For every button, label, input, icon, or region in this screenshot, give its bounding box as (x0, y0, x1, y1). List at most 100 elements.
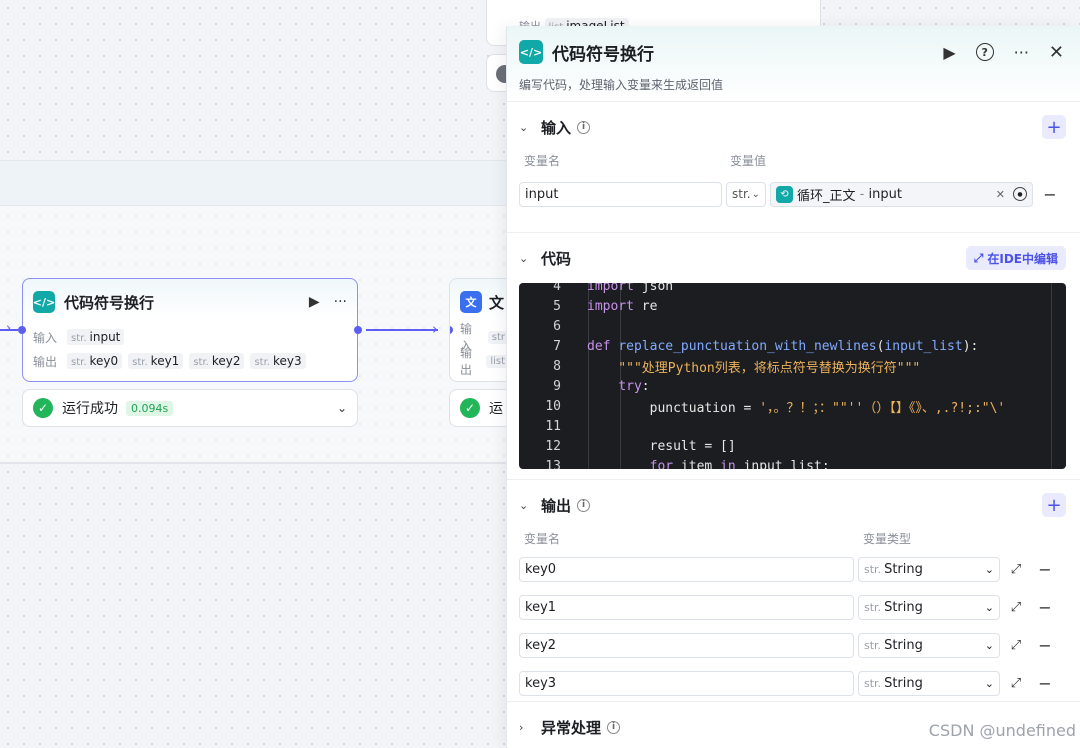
code-text: """处理Python列表，将标点符号替换为换行符""" (587, 360, 921, 376)
error-section: › 异常处理 i (507, 702, 1080, 748)
input-var-name-field[interactable]: input (519, 181, 722, 207)
chevron-down-icon: ⌄ (984, 676, 994, 690)
output-var-name-field[interactable]: key2 (519, 632, 854, 658)
input-tag: str.input (67, 329, 125, 345)
edit-in-ide-button[interactable]: ⤢在IDE中编辑 (965, 246, 1066, 270)
code-node-input-row: 输入 str.input (23, 325, 357, 349)
watermark: CSDN @undefined (928, 721, 1076, 740)
code-text: for item in input_list: (649, 458, 830, 470)
line-number: 7 (553, 338, 561, 354)
success-check-icon: ✓ (460, 398, 480, 418)
info-icon[interactable]: i (577, 498, 591, 512)
add-input-button[interactable]: + (1042, 115, 1066, 139)
code-icon: </> (33, 291, 55, 313)
input-section: ⌄ 输入 i + 变量名 变量值 input str.⌄ ⟲ 循环_正文 - i… (507, 102, 1080, 233)
remove-output-icon[interactable]: − (1038, 673, 1052, 693)
chevron-down-icon: ⌄ (984, 600, 994, 614)
expand-icon: ⤢ (973, 250, 984, 265)
clear-icon[interactable]: ✕ (995, 187, 1005, 201)
success-check-icon: ✓ (33, 398, 53, 418)
text-node-icon: 文 (460, 291, 482, 313)
code-node-title: 代码符号换行 (64, 293, 155, 312)
output-var-name-field[interactable]: key1 (519, 594, 854, 620)
code-node-output-port[interactable] (354, 326, 362, 334)
code-text: import re (587, 298, 658, 314)
output-type-select[interactable]: str.String⌄ (858, 670, 1000, 696)
node-more-icon[interactable]: ··· (333, 294, 347, 310)
line-number: 11 (545, 418, 561, 434)
remove-output-icon[interactable]: − (1038, 559, 1052, 579)
line-number: 9 (553, 378, 561, 394)
code-text: import json (587, 283, 674, 294)
node-config-panel: </> 代码符号换行 ▶ ? ··· ✕ 编写代码，处理输入变量来生成返回值 ⌄… (506, 26, 1080, 748)
code-line: 4 import json (519, 283, 1066, 296)
output-type-select[interactable]: str.String⌄ (858, 556, 1000, 582)
output-type-select[interactable]: str.String⌄ (858, 632, 1000, 658)
line-number: 4 (553, 283, 561, 294)
output-var-name-field[interactable]: key0 (519, 556, 854, 582)
line-number: 13 (545, 458, 561, 470)
line-number: 10 (545, 398, 561, 414)
line-number: 8 (553, 358, 561, 374)
output-tag: str.key0 (67, 353, 123, 369)
connecting-edge (366, 329, 438, 331)
run-time-badge: 0.094s (126, 400, 174, 416)
variable-picker-icon[interactable]: ● (1013, 187, 1027, 201)
output-type-select[interactable]: str.String⌄ (858, 594, 1000, 620)
code-node-input-port[interactable] (18, 326, 26, 334)
chevron-down-icon[interactable]: ⌄ (519, 251, 529, 265)
incoming-edge (0, 329, 18, 331)
text-node-input-port[interactable] (450, 326, 453, 334)
close-icon[interactable]: ✕ (1048, 41, 1064, 63)
code-text: try: (618, 378, 650, 394)
expand-icon[interactable]: ⤢ (1010, 599, 1022, 615)
output-tag: str.key3 (250, 353, 306, 369)
loop-header-band (0, 160, 510, 206)
code-line: 9 try: (519, 376, 1066, 396)
expand-icon[interactable]: ⤢ (1010, 675, 1022, 691)
code-text: result = [] (587, 438, 736, 454)
chevron-right-icon[interactable]: › (519, 720, 524, 734)
chevron-down-icon[interactable]: ⌄ (519, 120, 529, 134)
code-line: 10 punctuation = '，。？！；：""''（）【】《》、,.?!;… (519, 396, 1066, 416)
code-editor[interactable]: 4 import json 5 import re 6 7 def replace_punc… (519, 283, 1066, 469)
chevron-down-icon[interactable]: ⌄ (519, 498, 529, 512)
help-icon[interactable]: ? (975, 43, 994, 61)
line-number: 5 (553, 298, 561, 314)
info-icon[interactable]: i (607, 720, 621, 734)
line-number: 12 (545, 438, 561, 454)
run-node-play-icon[interactable]: ▶ (308, 294, 320, 310)
code-line: 8 """处理Python列表，将标点符号替换为换行符""" (519, 356, 1066, 376)
remove-input-icon[interactable]: − (1043, 184, 1057, 204)
remove-output-icon[interactable]: − (1038, 635, 1052, 655)
code-line: 7 def replace_punctuation_with_newlines(i… (519, 336, 1066, 356)
code-node-run-result[interactable]: ✓ 运行成功 0.094s ⌄ (22, 389, 358, 427)
panel-title: 代码符号换行 (552, 44, 654, 65)
line-number: 6 (553, 318, 561, 334)
output-var-name-field[interactable]: key3 (519, 670, 854, 696)
code-node-header: </> 代码符号换行 ▶ ··· (23, 279, 357, 325)
expand-icon[interactable]: ⤢ (1010, 561, 1022, 577)
loop-icon: ⟲ (776, 185, 793, 203)
input-var-row: input str.⌄ ⟲ 循环_正文 - input ✕ ● − (519, 174, 1066, 214)
add-output-button[interactable]: + (1042, 493, 1066, 517)
chevron-down-icon: ⌄ (984, 562, 994, 576)
chevron-down-icon[interactable]: ⌄ (336, 401, 347, 415)
input-type-select[interactable]: str.⌄ (726, 181, 766, 207)
code-line: 12 result = [] (519, 436, 1066, 456)
input-var-reference[interactable]: ⟲ 循环_正文 - input ✕ ● (770, 181, 1033, 207)
chevron-down-icon: ⌄ (751, 188, 760, 200)
code-node[interactable]: </> 代码符号换行 ▶ ··· 输入 str.input 输出 str.key… (18, 278, 362, 382)
expand-icon[interactable]: ⤢ (1010, 637, 1022, 653)
run-play-icon[interactable]: ▶ (943, 42, 956, 62)
code-text: def replace_punctuation_with_newlines(in… (587, 338, 979, 354)
info-icon[interactable]: i (577, 120, 591, 134)
run-status-text: 运行成功 (62, 401, 118, 417)
more-icon[interactable]: ··· (1013, 42, 1029, 62)
chevron-down-icon: ⌄ (984, 638, 994, 652)
remove-output-icon[interactable]: − (1038, 597, 1052, 617)
